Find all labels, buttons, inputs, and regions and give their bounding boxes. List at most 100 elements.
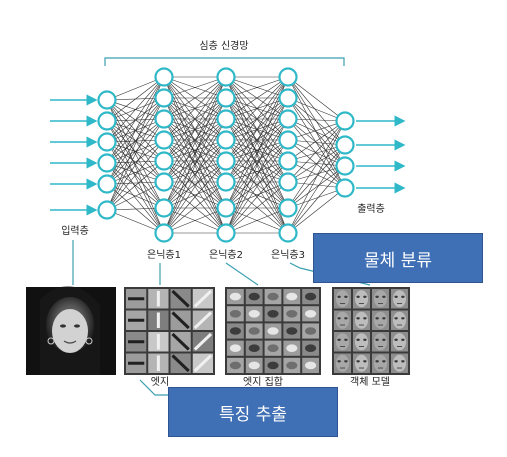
- connection-line: [106, 160, 165, 211]
- connection-line: [287, 97, 346, 146]
- connection-line: [287, 76, 346, 146]
- connection-line: [163, 76, 227, 183]
- connection-line: [106, 183, 165, 234]
- connection-line: [163, 97, 227, 183]
- hidden-node: [216, 198, 236, 218]
- object-models-label: 객체 모델: [350, 376, 390, 388]
- hidden-layer-1-label: 은닉층1: [147, 249, 181, 261]
- connection-line: [163, 118, 227, 183]
- connection-line: [106, 118, 165, 185]
- connection-line: [225, 118, 289, 209]
- connection-line: [287, 97, 346, 122]
- connection-line: [163, 118, 227, 209]
- connection-line: [287, 165, 346, 234]
- classification-callout-text: 물체 분류: [364, 250, 432, 271]
- input-node: [97, 153, 117, 173]
- connection-line: [163, 207, 227, 234]
- hidden-node: [278, 151, 298, 171]
- feature-extraction-callout: 특징 추출: [168, 387, 338, 437]
- hidden-node: [278, 198, 298, 218]
- hidden-node: [154, 223, 174, 243]
- object-model-features-image: [332, 287, 410, 375]
- connection-line: [225, 76, 289, 141]
- hidden-node: [216, 151, 236, 171]
- input-output-arrows: [50, 94, 406, 216]
- connection-line: [225, 97, 289, 209]
- connection-line: [225, 97, 289, 183]
- connection-line: [106, 162, 165, 234]
- input-node: [97, 174, 117, 194]
- connection-line: [225, 139, 289, 234]
- connection-line: [225, 76, 289, 209]
- connection-line: [287, 120, 346, 234]
- connection-line: [287, 120, 346, 209]
- hidden-node: [154, 88, 174, 108]
- connection-line: [287, 120, 346, 141]
- input-layer-label: 입력층: [61, 224, 89, 237]
- connection-line: [287, 120, 346, 162]
- edge-sets-label: 엣지 집합: [243, 376, 283, 388]
- connection-line: [287, 144, 346, 234]
- output-node: [335, 178, 355, 198]
- hidden-node: [278, 223, 298, 243]
- connection-line: [225, 76, 289, 183]
- connection-line: [225, 76, 289, 162]
- hidden-node: [154, 67, 174, 87]
- connection-line: [225, 76, 289, 120]
- connection-line: [225, 207, 289, 234]
- connection-line: [163, 76, 227, 209]
- connection-line: [163, 160, 227, 234]
- classification-callout: 물체 분류: [313, 233, 483, 283]
- hidden-node: [154, 172, 174, 192]
- connection-line: [163, 76, 227, 141]
- connection-line: [163, 76, 227, 99]
- hidden-layer-3-label: 은닉층3: [271, 249, 305, 261]
- face-photo: [26, 286, 116, 375]
- feature-extraction-callout-text: 특징 추출: [219, 404, 287, 425]
- network-nodes: [97, 67, 355, 243]
- input-node: [97, 90, 117, 110]
- connection-line: [287, 165, 346, 209]
- connection-line: [287, 187, 346, 209]
- connection-line: [106, 76, 165, 164]
- connection-line: [106, 76, 165, 122]
- deep-network-bracket: 심층 신경망: [104, 39, 345, 66]
- hidden-node: [278, 67, 298, 87]
- hidden-node: [154, 151, 174, 171]
- connection-line: [225, 118, 289, 234]
- hidden-node: [216, 130, 236, 150]
- connection-line: [225, 181, 289, 234]
- hidden-node: [216, 67, 236, 87]
- hidden-node: [216, 88, 236, 108]
- connection-line: [163, 181, 227, 209]
- hidden-node: [216, 223, 236, 243]
- output-node: [335, 156, 355, 176]
- connection-line: [106, 139, 165, 185]
- connection-line: [106, 97, 165, 211]
- edges-label: 엣지: [151, 376, 169, 388]
- connection-line: [163, 181, 227, 234]
- connection-line: [106, 181, 165, 211]
- edge-set-features-image: [225, 287, 321, 375]
- connection-line: [163, 139, 227, 183]
- connection-line: [287, 118, 346, 189]
- feature-callout-pointer: [139, 379, 168, 396]
- connection-line: [106, 209, 165, 234]
- hidden-node: [154, 198, 174, 218]
- connection-line: [225, 160, 289, 234]
- input-node: [97, 200, 117, 220]
- connection-line: [287, 144, 346, 183]
- connection-line: [163, 160, 227, 183]
- connection-line: [225, 160, 289, 209]
- h2-connector: [225, 262, 259, 286]
- connection-line: [287, 76, 346, 189]
- connection-line: [106, 76, 165, 143]
- hidden-node: [278, 172, 298, 192]
- connection-line: [225, 139, 289, 183]
- connection-line: [163, 76, 227, 120]
- hidden-node: [216, 109, 236, 129]
- connection-line: [106, 118, 165, 211]
- hidden-layer-2-label: 은닉층2: [209, 249, 243, 261]
- hidden-node: [278, 88, 298, 108]
